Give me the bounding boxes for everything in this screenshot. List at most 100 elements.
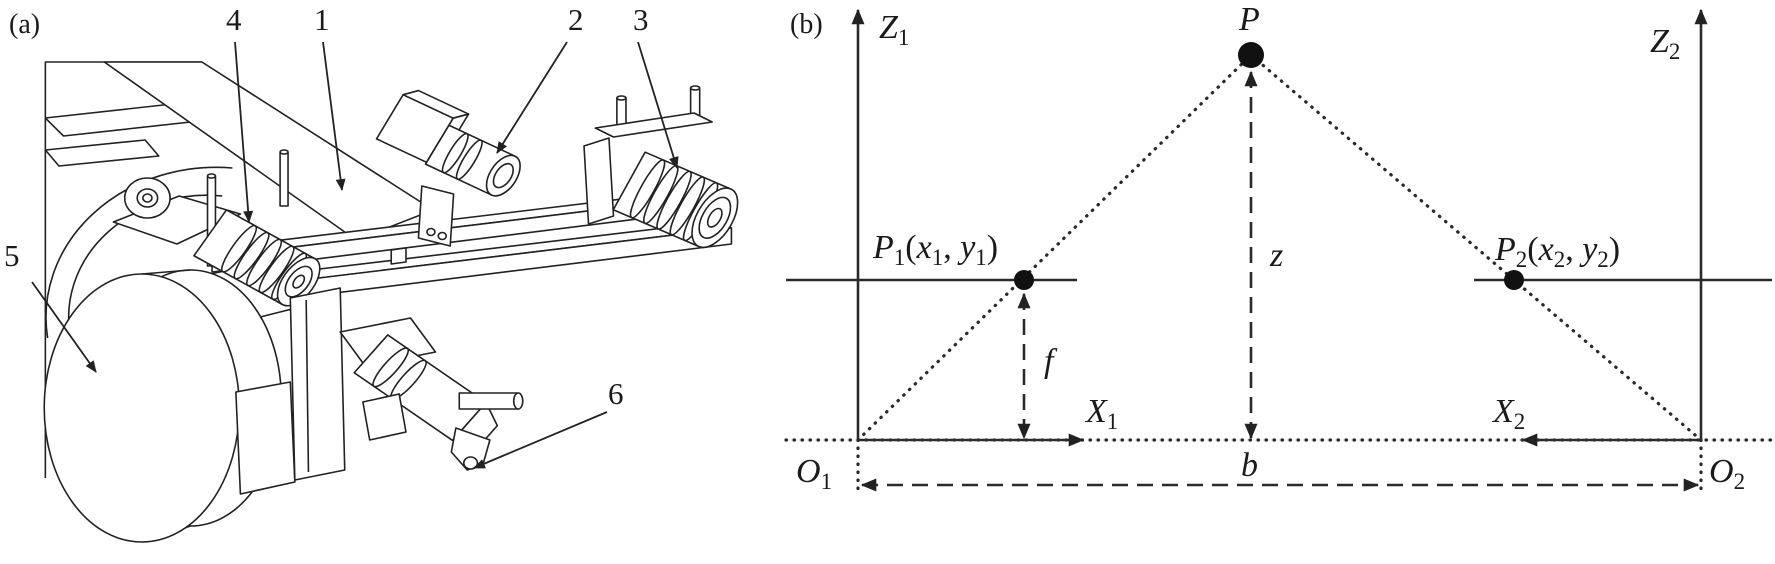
z1-axis-label: Z1 xyxy=(879,9,909,50)
x2-axis-letter: X xyxy=(1491,393,1515,430)
callout-arrow-1 xyxy=(322,41,346,191)
torch-ring xyxy=(369,345,413,390)
panel-a-label: (a) xyxy=(9,9,40,40)
callout-label-5: 5 xyxy=(4,238,20,273)
z2-axis-letter: Z xyxy=(1650,23,1670,60)
callout-arrow-4 xyxy=(234,41,254,223)
p2-name: P xyxy=(1494,231,1516,268)
z2-axis-subscript: 2 xyxy=(1669,39,1681,64)
camera-3-lens-face xyxy=(683,182,747,254)
z1-axis-subscript: 1 xyxy=(898,25,910,50)
o2-origin-subscript: 2 xyxy=(1734,469,1746,494)
point-p1 xyxy=(1014,270,1034,290)
guide-post-right xyxy=(280,152,288,206)
mount-bolt-1 xyxy=(427,229,435,236)
o2-origin-label: O2 xyxy=(1709,453,1745,494)
camera-3-post-left-cap xyxy=(617,96,626,100)
callout-arrow-6 xyxy=(473,411,608,469)
camera-3-ring xyxy=(626,157,670,220)
housing-fin-upper xyxy=(45,104,190,136)
p1-name-subscript: 1 xyxy=(894,245,906,270)
camera-2-lens xyxy=(489,161,517,191)
pivot-lug xyxy=(125,178,170,218)
pivot-hole xyxy=(143,194,152,202)
x1-axis-subscript: 1 xyxy=(1107,409,1119,434)
focal-length-label: f xyxy=(1044,343,1058,380)
p1-y: y xyxy=(957,229,976,266)
z2-axis-label: Z2 xyxy=(1650,23,1680,64)
p2-name-subscript: 2 xyxy=(1516,247,1528,272)
z1-axis-letter: Z xyxy=(879,9,899,46)
camera-3-lens-center xyxy=(705,207,725,229)
callout-arrow-3 xyxy=(637,41,679,169)
wire-feeder-end xyxy=(514,393,523,409)
panel-b-label: (b) xyxy=(790,9,823,40)
torch-support-plate xyxy=(290,288,344,480)
point-p-label: P xyxy=(1238,1,1260,38)
p2-separator: , xyxy=(1565,231,1582,268)
p1-open-paren: ( xyxy=(905,229,916,266)
p2-close-paren: ) xyxy=(1609,231,1620,268)
o1-origin-label: O1 xyxy=(796,453,832,494)
callout-arrow-5 xyxy=(31,281,97,373)
housing-fin-lower xyxy=(45,140,158,166)
camera-4-lens xyxy=(280,262,318,300)
camera-3-post-right-cap xyxy=(691,86,700,90)
camera-3-ring xyxy=(652,169,696,232)
torch-body-group xyxy=(354,335,505,454)
support-plate-edge xyxy=(306,300,308,472)
camera-4-ring xyxy=(242,236,286,288)
welding-robot-drawing xyxy=(44,62,747,542)
p2-label: P2(x2, y2) xyxy=(1494,231,1620,272)
p1-close-paren: ) xyxy=(987,229,998,266)
panel-a: (a) xyxy=(4,2,747,542)
x1-axis-letter: X xyxy=(1084,393,1108,430)
camera-3-bracket xyxy=(595,113,712,137)
mount-bolt-2 xyxy=(438,233,446,240)
rear-disk-inner-arc xyxy=(69,195,223,336)
callout-label-3: 3 xyxy=(633,2,649,37)
p2-x-subscript: 2 xyxy=(1554,247,1566,272)
guide-post-left-cap xyxy=(208,174,216,178)
point-p xyxy=(1238,42,1264,68)
camera-2-mount xyxy=(418,186,453,246)
camera-4-ring xyxy=(255,243,299,295)
camera-3 xyxy=(613,152,747,253)
callout-label-4: 4 xyxy=(226,2,242,37)
camera-4 xyxy=(194,210,328,312)
o2-origin-letter: O xyxy=(1709,453,1734,490)
rail-connector xyxy=(391,248,406,264)
camera-4-ring xyxy=(217,223,261,275)
camera-4-lens-face xyxy=(269,251,328,312)
wire-feeder xyxy=(459,393,518,409)
p1-y-subscript: 1 xyxy=(975,245,987,270)
camera-3-mount-plate xyxy=(584,138,613,224)
x2-axis-label: X2 xyxy=(1491,393,1525,434)
camera-3-lens xyxy=(693,193,737,242)
camera-2 xyxy=(375,86,536,201)
x1-axis-label: X1 xyxy=(1084,393,1118,434)
p1-x-subscript: 1 xyxy=(932,245,944,270)
callout-label-2: 2 xyxy=(568,2,584,37)
camera-3-ring xyxy=(665,175,709,238)
callout-label-6: 6 xyxy=(608,376,624,411)
guide-post-right-cap xyxy=(280,150,288,154)
drum-front-face xyxy=(44,274,239,542)
camera-2-ring xyxy=(439,131,472,175)
p1-x: x xyxy=(916,229,932,266)
panel-b: (b) Z1 Z2 P P1(x1, y1) P2(x2, y2) z f xyxy=(784,1,1774,496)
camera-4-ring xyxy=(230,230,274,282)
p1-name: P xyxy=(872,229,894,266)
lower-housing-block xyxy=(236,382,295,494)
rear-disk-arc xyxy=(46,167,232,338)
p1-separator: , xyxy=(943,229,960,266)
baseline-label: b xyxy=(1241,447,1258,484)
camera-2-ring xyxy=(453,138,486,182)
right-projection-ray xyxy=(1249,53,1703,442)
p2-x: x xyxy=(1538,231,1554,268)
x2-axis-subscript: 2 xyxy=(1514,409,1526,434)
depth-label: z xyxy=(1269,237,1283,274)
o1-origin-subscript: 1 xyxy=(821,469,833,494)
p1-label: P1(x1, y1) xyxy=(872,229,998,270)
